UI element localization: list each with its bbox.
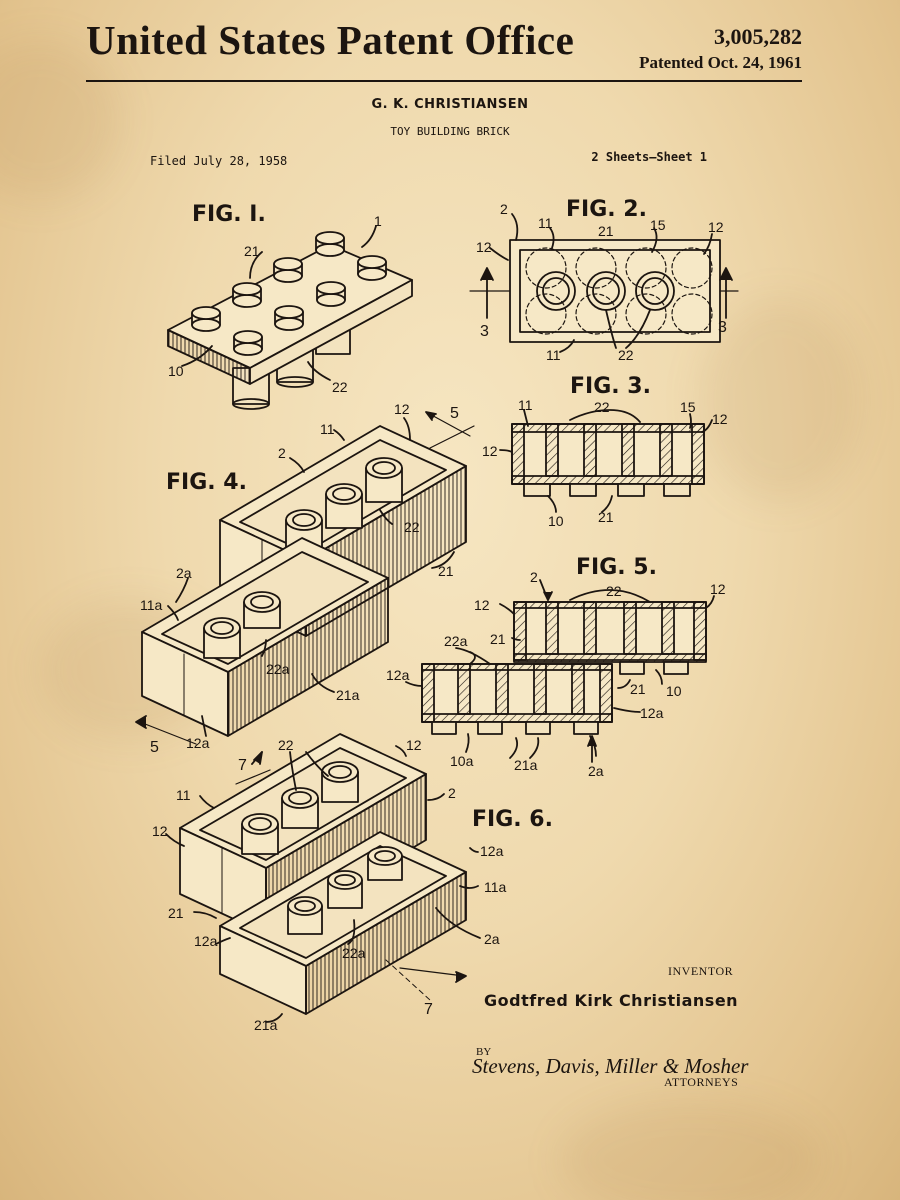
ref-label: 12a [480, 843, 504, 859]
ref-label: 2a [484, 931, 500, 947]
ref-label: 12 [712, 411, 728, 427]
patent-office-title: United States Patent Office [86, 17, 575, 63]
ref-label: 21a [514, 757, 538, 773]
ref-label: 2a [588, 763, 604, 779]
inventor-name: Godtfred Kirk Christiansen [484, 991, 739, 1010]
ref-label: 21a [254, 1017, 278, 1033]
attorney-signature: Stevens, Davis, Miller & Mosher [472, 1054, 749, 1078]
ref-label: 12a [194, 933, 218, 949]
ref-label: 22 [278, 737, 294, 753]
ref-label: 12 [710, 581, 726, 597]
ref-label: 21 [630, 681, 646, 697]
ref-label: 3 [718, 319, 727, 336]
fig5-drawing [405, 579, 715, 763]
ref-label: 12 [406, 737, 422, 753]
ref-label: 22 [594, 399, 610, 415]
ref-label: 21 [490, 631, 506, 647]
ref-label: 22a [342, 945, 366, 961]
invention-title: TOY BUILDING BRICK [390, 125, 510, 138]
ref-label: 21 [598, 509, 614, 525]
ref-label: 12 [152, 823, 168, 839]
ref-label: 11 [320, 421, 335, 437]
ref-label: 15 [680, 399, 696, 415]
ref-label: 2 [530, 569, 538, 585]
sheet-count: 2 Sheets–Sheet 1 [591, 150, 707, 164]
ref-label: 2a [176, 565, 192, 581]
fig4-label: FIG. 4. [166, 470, 247, 495]
patent-date: Patented Oct. 24, 1961 [639, 53, 802, 72]
ref-label: 11a [484, 879, 507, 895]
by-label: BY [476, 1046, 492, 1058]
ref-label: 12 [474, 597, 490, 613]
inventor-label: INVENTOR [668, 964, 734, 978]
ref-label: 11 [176, 787, 191, 803]
ref-label: 12a [640, 705, 664, 721]
ref-label: 5 [450, 405, 459, 422]
ref-label: 22a [266, 661, 290, 677]
ref-label: 12 [394, 401, 410, 417]
ref-label: 2 [278, 445, 286, 461]
fig6-label: FIG. 6. [472, 807, 553, 832]
ref-label: 7 [424, 1001, 433, 1018]
ref-label: 5 [150, 739, 159, 756]
ref-label: 12 [476, 239, 492, 255]
fig1-drawing [167, 225, 413, 410]
ref-label: 3 [480, 323, 489, 340]
fig5-label: FIG. 5. [576, 555, 657, 580]
ref-label: 22 [618, 347, 634, 363]
header-rule [86, 80, 802, 82]
filed-date: Filed July 28, 1958 [150, 154, 288, 168]
ref-label: 11 [538, 215, 553, 231]
fig3-drawing [499, 409, 713, 513]
ref-label: 11a [140, 597, 163, 613]
ref-label: 22 [606, 583, 622, 599]
ref-label: 21a [336, 687, 360, 703]
ref-label: 10 [548, 513, 564, 529]
ref-label: 22 [332, 379, 348, 395]
ref-label: 2 [448, 785, 456, 801]
patent-number: 3,005,282 [714, 24, 802, 49]
ref-label: 2 [500, 201, 508, 217]
inventor-heading: G. K. CHRISTIANSEN [371, 97, 529, 112]
ref-label: 1 [374, 213, 382, 229]
ref-label: 12 [708, 219, 724, 235]
ref-label: 12a [386, 667, 410, 683]
fig2-label: FIG. 2. [566, 197, 647, 222]
attorneys-label: ATTORNEYS [664, 1075, 739, 1089]
ref-label: 7 [238, 757, 247, 774]
ref-label: 21 [168, 905, 184, 921]
ref-label: 12a [186, 735, 210, 751]
fig3-label: FIG. 3. [570, 374, 651, 399]
ref-label: 22 [404, 519, 420, 535]
ref-label: 12 [482, 443, 498, 459]
fig6-lower-drawing [193, 831, 481, 1023]
ref-label: 10 [168, 363, 184, 379]
ref-label: 10 [666, 683, 682, 699]
ref-label: 21 [438, 563, 454, 579]
ref-label: 15 [650, 217, 666, 233]
ref-label: 11 [546, 347, 561, 363]
fig4-lower-drawing [135, 537, 389, 745]
fig1-label: FIG. I. [192, 202, 266, 227]
ref-label: 10a [450, 753, 474, 769]
ref-label: 21 [598, 223, 614, 239]
fig2-drawing [469, 213, 739, 353]
ref-label: 11 [518, 397, 533, 413]
ref-label: 21 [244, 243, 260, 259]
ref-label: 22a [444, 633, 468, 649]
